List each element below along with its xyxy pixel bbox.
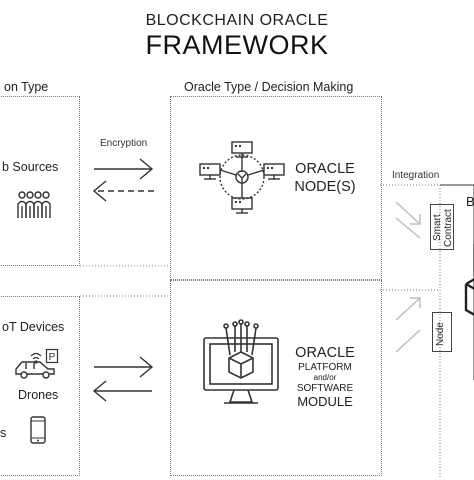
encryption-label: Encryption	[100, 138, 148, 149]
wifi-icon	[30, 352, 42, 364]
oracle-node-line1: ORACLE	[295, 161, 355, 177]
iot-devices-label: oT Devices	[2, 320, 65, 334]
node-box: Node	[432, 312, 452, 352]
drones-label: Drones	[18, 388, 59, 402]
oracle-platform-line4: SOFTWARE	[296, 383, 354, 394]
oracle-platform-line1: ORACLE	[295, 345, 355, 361]
data-sources-label: b Sources	[2, 160, 59, 174]
smart-contract-label: Smart Contract	[432, 209, 454, 247]
oracle-network-icon	[199, 141, 285, 214]
oracle-node-line2: NODE(S)	[294, 179, 356, 195]
smartphone-icon	[30, 416, 46, 444]
encryption-arrows	[92, 158, 154, 202]
people-icon	[17, 191, 51, 218]
oracle-node-label: ORACLE NODE(S)	[290, 160, 360, 196]
oracle-platform-line2: PLATFORM	[298, 362, 352, 373]
left-column-header: on Type	[4, 80, 49, 94]
left-top-box	[0, 96, 80, 266]
middle-column-header: Oracle Type / Decision Making	[184, 80, 354, 94]
oracle-platform-line3: and/or	[313, 373, 337, 382]
right-partial-label: B	[466, 194, 474, 209]
platform-arrows	[92, 356, 154, 402]
oracle-platform-label: ORACLE PLATFORM and/or SOFTWARE MODULE	[290, 344, 360, 410]
svg-text:P: P	[49, 352, 56, 363]
integration-label: Integration	[392, 170, 440, 181]
s-label: s	[0, 426, 7, 440]
oracle-platform-line5: MODULE	[297, 394, 353, 409]
diagram-title-line1: BLOCKCHAIN ORACLE	[145, 12, 329, 29]
node-label: Node	[435, 322, 446, 346]
monitor-cube-icon	[203, 319, 279, 404]
car-icon	[15, 361, 55, 379]
diagram-title-line2: FRAMEWORK	[145, 30, 329, 60]
parking-icon: P	[45, 348, 59, 364]
oracle-node-box	[170, 96, 382, 280]
smart-contract-box: Smart Contract	[430, 204, 454, 250]
right-blockchain-area	[380, 184, 474, 478]
